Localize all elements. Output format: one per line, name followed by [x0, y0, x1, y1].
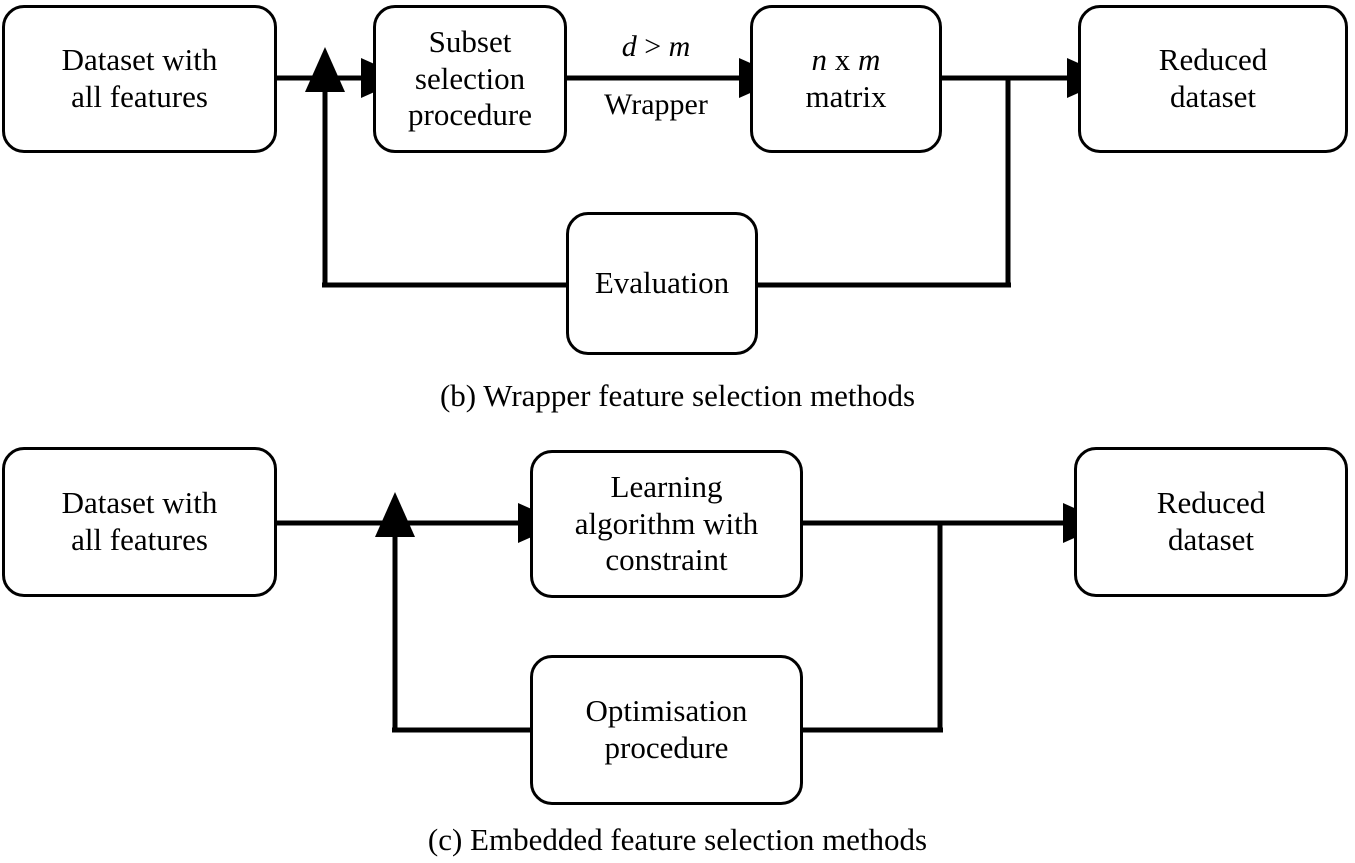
- matrix-word: matrix: [805, 79, 887, 114]
- node-label: Dataset with all features: [61, 42, 218, 114]
- caption-panel-b: (b) Wrapper feature selection methods: [439, 378, 916, 413]
- node-n-by-m-matrix[interactable]: n x m matrix: [750, 5, 942, 153]
- node-label: Evaluation: [594, 265, 730, 301]
- edge-label-wrapper: Wrapper: [590, 88, 722, 123]
- node-optimisation-procedure[interactable]: Optimisation procedure: [530, 655, 803, 805]
- edge-label-d-greater-than-m: d > m: [592, 30, 720, 65]
- node-dataset-with-all-features-c[interactable]: Dataset with all features: [2, 447, 277, 597]
- symbol-greater-than: >: [636, 30, 669, 63]
- caption-panel-c: (c) Embedded feature selection methods: [427, 822, 928, 857]
- node-subset-selection-procedure[interactable]: Subset selection procedure: [373, 5, 567, 153]
- matrix-times-symbol: x: [827, 42, 859, 78]
- matrix-m-symbol: m: [858, 42, 881, 78]
- node-label: Reduced dataset: [1158, 42, 1268, 114]
- symbol-m: m: [668, 30, 691, 63]
- node-label-matrix: n x m matrix: [806, 42, 887, 115]
- node-label: Optimisation procedure: [585, 693, 748, 765]
- matrix-n-symbol: n: [811, 42, 828, 78]
- node-dataset-with-all-features-b[interactable]: Dataset with all features: [2, 5, 277, 153]
- node-label: Subset selection procedure: [408, 24, 532, 133]
- node-learning-algorithm-with-constraint[interactable]: Learning algorithm with constraint: [530, 450, 803, 598]
- node-label: Reduced dataset: [1156, 485, 1266, 557]
- node-evaluation[interactable]: Evaluation: [566, 212, 758, 355]
- symbol-d: d: [621, 30, 637, 63]
- node-label: Learning algorithm with constraint: [574, 469, 759, 578]
- node-reduced-dataset-b[interactable]: Reduced dataset: [1078, 5, 1348, 153]
- node-label: Dataset with all features: [61, 485, 218, 557]
- node-reduced-dataset-c[interactable]: Reduced dataset: [1074, 447, 1348, 597]
